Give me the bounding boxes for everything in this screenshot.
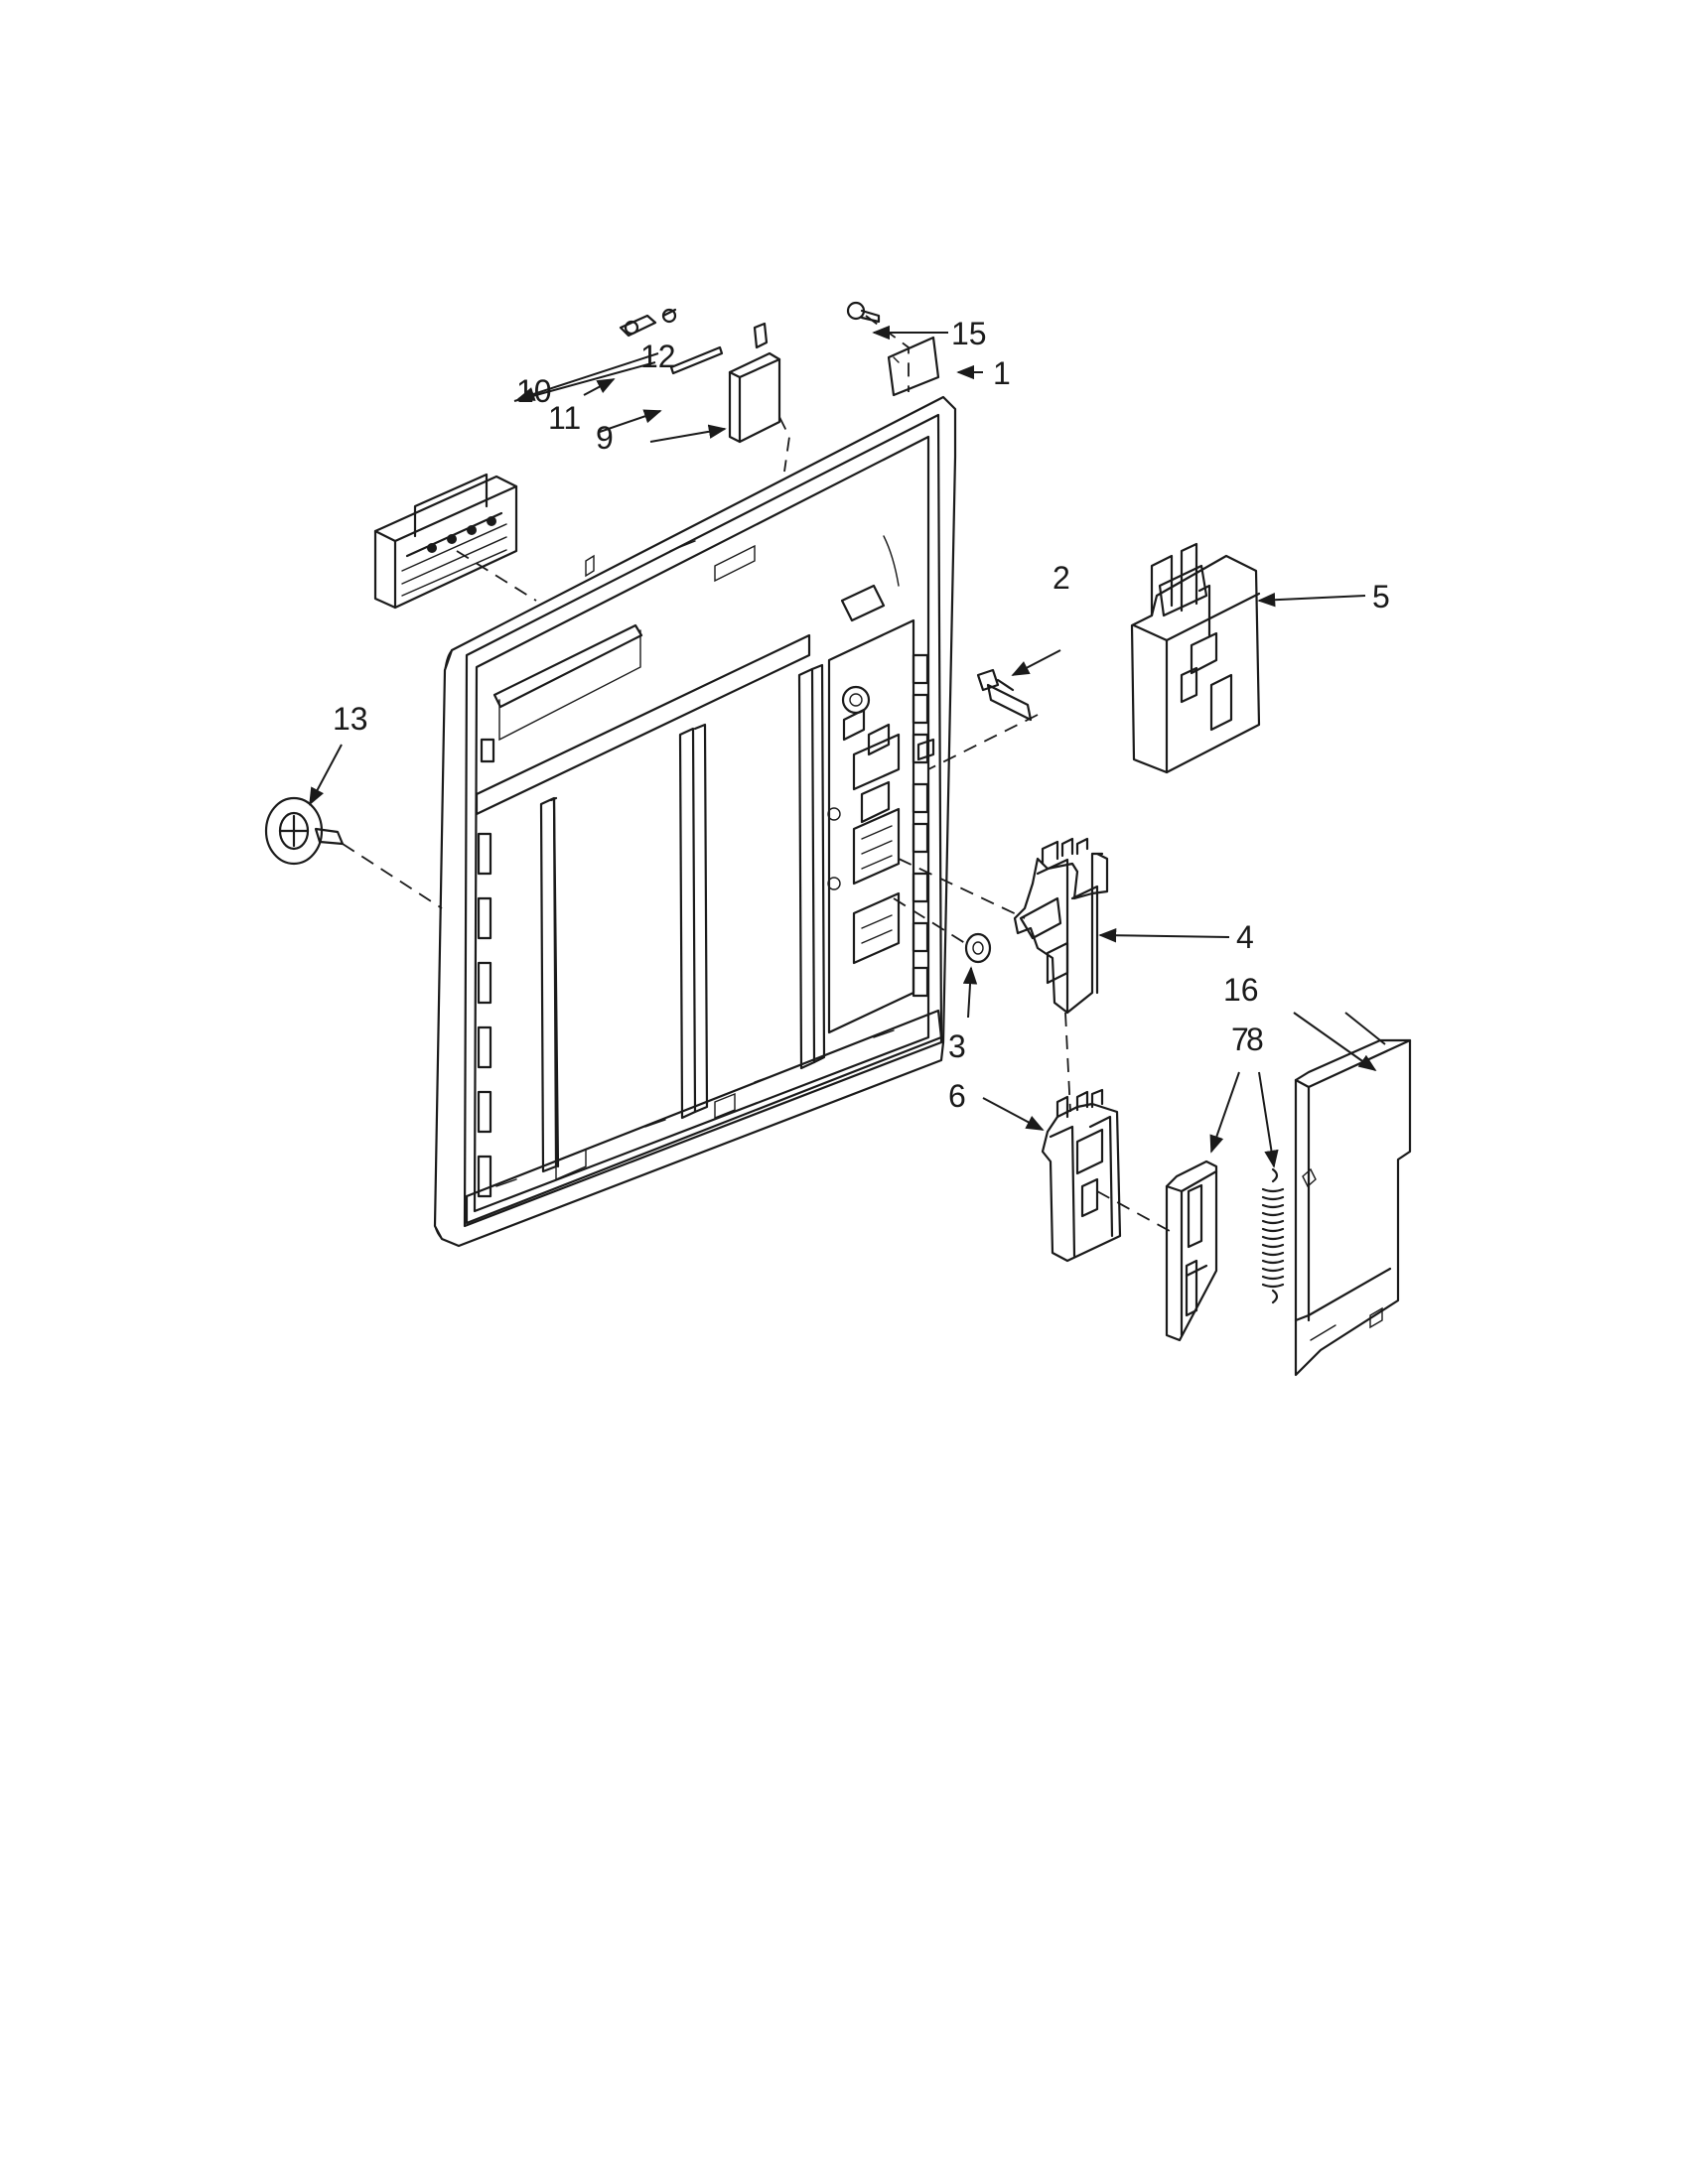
door-handle <box>373 473 518 610</box>
spring <box>1261 1167 1285 1304</box>
assembly-lines <box>342 315 1171 1232</box>
callout-10: 10 <box>516 373 552 409</box>
latch-housing <box>1130 542 1261 774</box>
knob <box>264 796 345 866</box>
leader-arrows <box>309 325 1386 1168</box>
callout-15: 15 <box>951 316 987 351</box>
latch-lever <box>976 668 1033 722</box>
callout-12: 12 <box>640 339 676 374</box>
inner-door-panel <box>433 336 957 1248</box>
callout-6: 6 <box>948 1078 966 1114</box>
left-edge-slots <box>477 738 495 1198</box>
side-panel <box>1294 1038 1412 1377</box>
clip-and-pin <box>619 308 724 375</box>
callout-7: 7 <box>1231 1022 1249 1057</box>
callout-8: 8 <box>1246 1022 1264 1057</box>
vent-cover <box>728 322 781 444</box>
screw <box>846 301 881 324</box>
callout-1: 1 <box>993 355 1011 391</box>
latch-assembly <box>1013 837 1109 1015</box>
callout-9: 9 <box>596 420 614 456</box>
callout-3: 3 <box>948 1028 966 1064</box>
callout-16: 16 <box>1223 972 1259 1008</box>
callout-11: 11 <box>548 400 581 436</box>
callout-13: 13 <box>333 701 368 737</box>
slider-plate <box>1165 1160 1218 1342</box>
callout-4: 4 <box>1236 919 1254 955</box>
strike-housing <box>1041 1088 1122 1263</box>
callout-5: 5 <box>1372 579 1390 614</box>
callout-2: 2 <box>1052 560 1070 596</box>
callout-labels: 1 2 3 4 5 6 7 8 9 10 11 12 13 15 16 <box>333 316 1390 1114</box>
grommet <box>964 932 992 964</box>
